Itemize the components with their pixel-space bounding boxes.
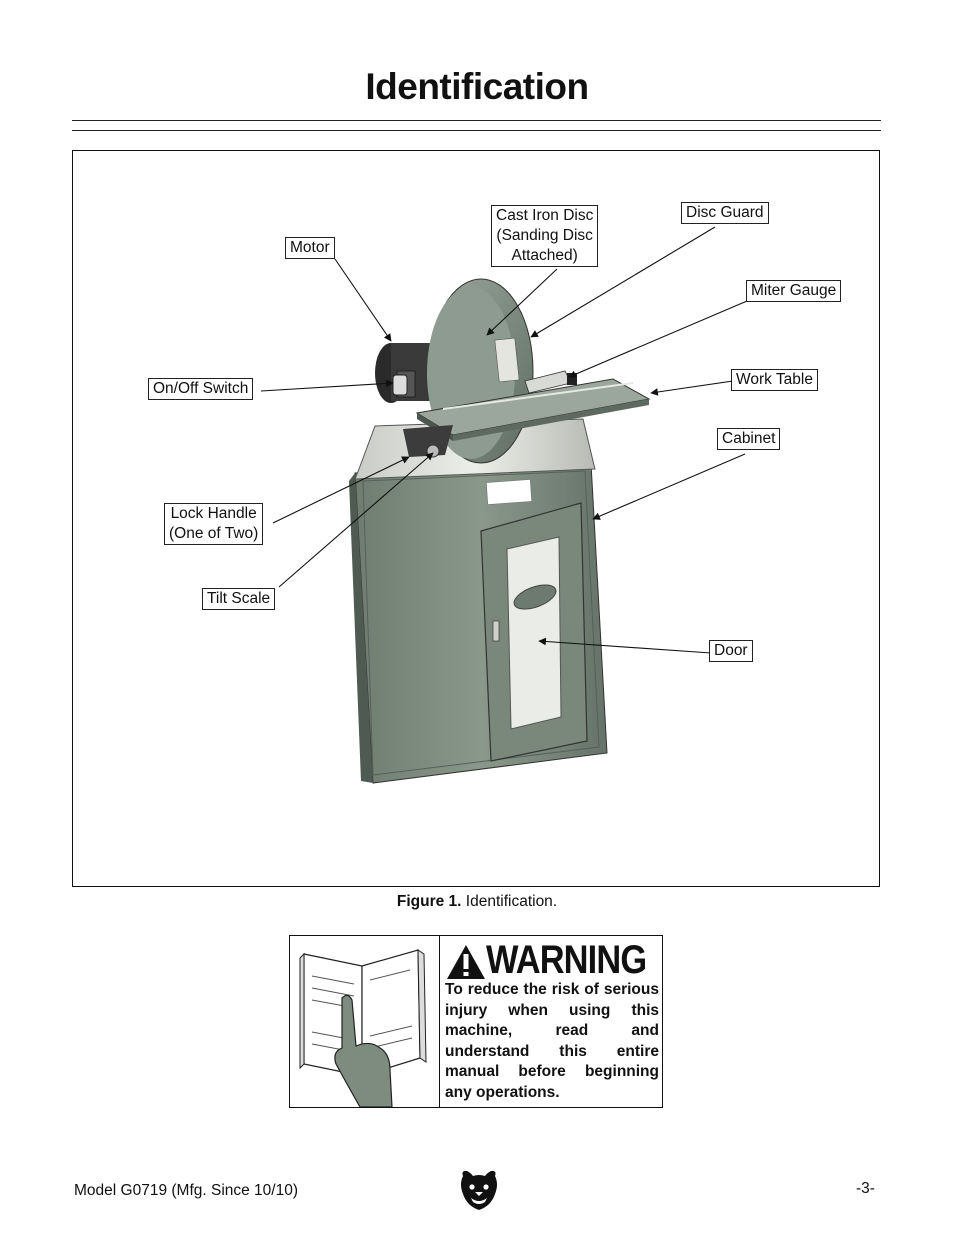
warning-word: WARNING [486,938,647,982]
leader-lock-handle [272,456,410,524]
page-title: Identification [365,66,589,107]
callout-lock-handle: Lock Handle (One of Two) [164,503,264,545]
warning-box: WARNING To reduce the risk of serious in… [289,935,663,1108]
header-rule-bottom [72,130,881,131]
leader-work-table [650,380,734,396]
leader-lines [260,226,748,654]
leader-cast-iron-disc [486,268,558,336]
header-rule-top [72,120,881,121]
bear-logo-icon [461,1170,497,1210]
callout-cast-iron-disc-line2: (Sanding Disc [496,227,593,244]
leader-cabinet [592,453,746,520]
footer-page-number: -3- [856,1180,875,1197]
callout-cast-iron-disc-line3: Attached) [511,247,578,264]
leader-disc-guard [530,226,716,338]
callout-cabinet: Cabinet [717,428,781,450]
figure-caption-text: Identification. [461,893,558,910]
warning-divider [439,936,440,1107]
callout-door: Door [709,640,753,662]
callout-lock-handle-line2: (One of Two) [169,525,259,542]
callout-motor: Motor [285,237,335,259]
callout-cast-iron-disc: Cast Iron Disc (Sanding Disc Attached) [491,205,599,267]
warning-triangle-icon [447,945,485,979]
callout-tilt-scale: Tilt Scale [202,588,276,610]
callout-miter-gauge: Miter Gauge [746,280,842,302]
callout-on-off-switch: On/Off Switch [148,378,254,400]
figure-identification: Motor Cast Iron Disc (Sanding Disc Attac… [72,150,880,887]
warning-header: WARNING [446,938,656,982]
disc-sander-illustration [260,226,748,784]
figure-caption-label: Figure 1. [396,893,462,910]
manual-reading-icon [299,949,427,1107]
footer-model: Model G0719 (Mfg. Since 10/10) [74,1182,299,1199]
leader-on-off-switch [260,379,394,392]
callout-cast-iron-disc-line1: Cast Iron Disc [496,207,594,224]
switch-shape [392,374,408,396]
callout-work-table: Work Table [731,369,818,391]
figure-caption: Figure 1. Identification. [0,893,954,911]
callout-lock-handle-line1: Lock Handle [170,505,257,522]
warning-text: To reduce the risk of serious injury whe… [445,981,659,1101]
miter-gauge-shape [524,370,577,394]
leader-door [538,637,712,654]
leader-miter-gauge [568,300,748,378]
leader-motor [334,258,392,342]
door-shape [480,502,588,762]
trunnion-shape [403,425,453,458]
callout-disc-guard: Disc Guard [681,202,769,224]
leader-tilt-scale [278,452,434,588]
